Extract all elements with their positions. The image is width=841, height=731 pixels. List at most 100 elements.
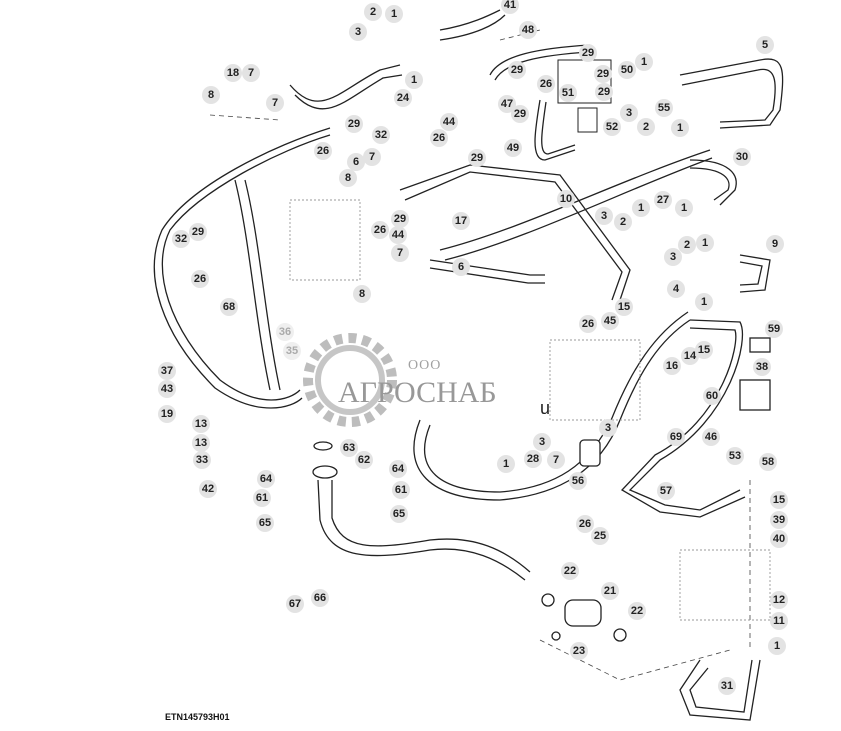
callout-1: 1 xyxy=(671,119,689,137)
callout-62: 62 xyxy=(355,451,373,469)
callout-35: 35 xyxy=(283,342,301,360)
callout-3: 3 xyxy=(620,104,638,122)
callout-53: 53 xyxy=(726,447,744,465)
callout-17: 17 xyxy=(452,212,470,230)
callout-29: 29 xyxy=(511,105,529,123)
callout-29: 29 xyxy=(594,65,612,83)
tube-10 xyxy=(399,164,631,301)
callout-28: 28 xyxy=(524,450,542,468)
callout-9: 9 xyxy=(766,235,784,253)
callout-37: 37 xyxy=(158,362,176,380)
callout-58: 58 xyxy=(759,453,777,471)
watermark-suffix: u xyxy=(540,398,551,418)
callout-29: 29 xyxy=(345,115,363,133)
callout-36: 36 xyxy=(276,323,294,341)
callout-1: 1 xyxy=(385,5,403,23)
callout-14: 14 xyxy=(681,347,699,365)
callout-38: 38 xyxy=(753,358,771,376)
callout-2: 2 xyxy=(614,213,632,231)
callout-7: 7 xyxy=(547,451,565,469)
callout-1: 1 xyxy=(497,455,515,473)
callout-6: 6 xyxy=(452,258,470,276)
callout-68: 68 xyxy=(220,298,238,316)
callout-24: 24 xyxy=(394,89,412,107)
callout-10: 10 xyxy=(557,190,575,208)
watermark-name: АГРОСНАБ xyxy=(338,376,497,409)
callout-3: 3 xyxy=(599,419,617,437)
callout-2: 2 xyxy=(637,118,655,136)
callout-43: 43 xyxy=(158,380,176,398)
callout-33: 33 xyxy=(193,451,211,469)
callout-51: 51 xyxy=(559,84,577,102)
hose-24 xyxy=(289,64,403,110)
hose-48 xyxy=(489,44,591,81)
callout-19: 19 xyxy=(158,405,176,423)
callout-61: 61 xyxy=(392,481,410,499)
callout-26: 26 xyxy=(537,75,555,93)
callout-1: 1 xyxy=(695,293,713,311)
callout-26: 26 xyxy=(371,221,389,239)
tube-31 xyxy=(679,659,761,721)
callout-32: 32 xyxy=(372,126,390,144)
callout-29: 29 xyxy=(468,149,486,167)
callout-15: 15 xyxy=(615,298,633,316)
callout-61: 61 xyxy=(253,489,271,507)
callout-30: 30 xyxy=(733,148,751,166)
callout-15: 15 xyxy=(770,491,788,509)
callout-26: 26 xyxy=(576,515,594,533)
callout-69: 69 xyxy=(667,428,685,446)
callout-7: 7 xyxy=(242,64,260,82)
callout-46: 46 xyxy=(702,428,720,446)
watermark-logo: ООО АГРОСНАБ xyxy=(300,290,560,430)
callout-1: 1 xyxy=(632,199,650,217)
callout-26: 26 xyxy=(314,142,332,160)
callout-57: 57 xyxy=(657,482,675,500)
hose-9 xyxy=(739,254,771,293)
callout-1: 1 xyxy=(675,199,693,217)
callout-21: 21 xyxy=(601,582,619,600)
callout-59: 59 xyxy=(765,320,783,338)
callout-67: 67 xyxy=(286,595,304,613)
callout-65: 65 xyxy=(390,505,408,523)
tube-17 xyxy=(429,259,545,284)
callout-13: 13 xyxy=(192,415,210,433)
callout-2: 2 xyxy=(364,3,382,21)
callout-49: 49 xyxy=(504,139,522,157)
callout-50: 50 xyxy=(618,61,636,79)
callout-4: 4 xyxy=(667,280,685,298)
callout-40: 40 xyxy=(770,530,788,548)
hose-68 xyxy=(234,179,281,391)
callout-22: 22 xyxy=(628,602,646,620)
callout-64: 64 xyxy=(389,460,407,478)
callout-6: 6 xyxy=(347,153,365,171)
callout-65: 65 xyxy=(256,514,274,532)
callout-12: 12 xyxy=(770,591,788,609)
callout-42: 42 xyxy=(199,480,217,498)
callout-1: 1 xyxy=(696,234,714,252)
tube-63 xyxy=(317,479,531,581)
callout-3: 3 xyxy=(595,207,613,225)
callout-22: 22 xyxy=(561,562,579,580)
callout-8: 8 xyxy=(353,285,371,303)
callout-32: 32 xyxy=(172,230,190,248)
callout-1: 1 xyxy=(635,53,653,71)
callout-52: 52 xyxy=(603,118,621,136)
callout-64: 64 xyxy=(257,470,275,488)
callout-8: 8 xyxy=(202,86,220,104)
callout-8: 8 xyxy=(339,169,357,187)
callout-41: 41 xyxy=(501,0,519,14)
hose-49 xyxy=(534,99,576,161)
hose-41 xyxy=(439,9,506,41)
callout-11: 11 xyxy=(770,612,788,630)
callout-3: 3 xyxy=(533,433,551,451)
callout-63: 63 xyxy=(340,439,358,457)
callout-66: 66 xyxy=(311,589,329,607)
callout-3: 3 xyxy=(664,248,682,266)
callout-3: 3 xyxy=(349,23,367,41)
callout-1: 1 xyxy=(768,637,786,655)
callout-29: 29 xyxy=(595,83,613,101)
callout-7: 7 xyxy=(266,94,284,112)
callout-29: 29 xyxy=(579,44,597,62)
